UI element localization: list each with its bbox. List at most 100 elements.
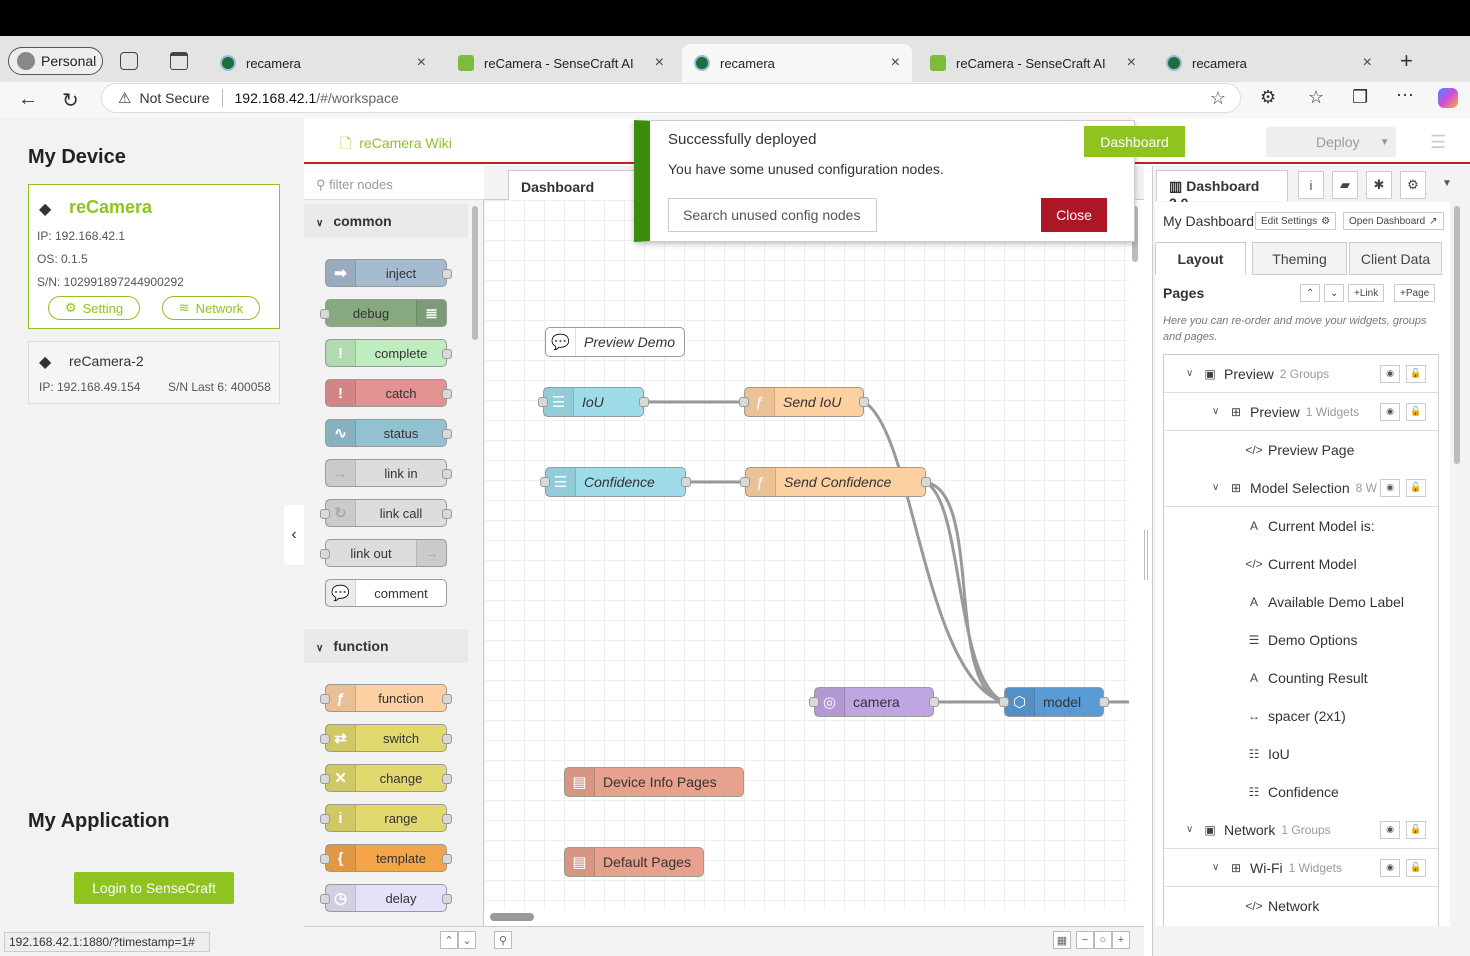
edit-settings-button[interactable]: Edit Settings⚙ <box>1255 212 1337 230</box>
tree-item[interactable]: ☰Demo Options <box>1164 621 1438 659</box>
unlock-icon[interactable]: 🔓 <box>1406 364 1426 383</box>
visibility-icon[interactable]: ◉ <box>1380 478 1400 497</box>
tab-actions-icon[interactable] <box>170 52 188 70</box>
sidebar-resize-handle[interactable] <box>1144 530 1148 580</box>
info-icon[interactable]: i <box>1298 171 1324 199</box>
browser-tab-1[interactable]: reCamera - SenseCraft AI× <box>446 44 676 82</box>
visibility-icon[interactable]: ◉ <box>1380 364 1400 383</box>
collapse-pages-icon[interactable]: ⌃ <box>1300 284 1321 302</box>
tab-dashboard[interactable]: Dashboard <box>508 170 638 201</box>
palette-node-complete[interactable]: !complete <box>325 339 452 367</box>
navigator-map-icon[interactable]: ▦ <box>1053 931 1071 949</box>
gear-icon[interactable]: ⚙ <box>1400 171 1426 199</box>
book-icon[interactable]: ▰ <box>1332 171 1358 199</box>
close-tab-icon[interactable]: × <box>654 54 664 71</box>
unlock-icon[interactable]: 🔓 <box>1406 820 1426 839</box>
unlock-icon[interactable]: 🔓 <box>1406 478 1426 497</box>
tab-layout[interactable]: Layout <box>1155 242 1246 275</box>
network-button[interactable]: ≋Network <box>162 296 260 320</box>
tab-theming[interactable]: Theming <box>1252 242 1347 275</box>
menu-icon[interactable]: ☰ <box>1430 132 1447 152</box>
palette-node-inject[interactable]: ➡inject <box>325 259 452 287</box>
url-input[interactable]: ⚠ Not Secure 192.168.42.1/#/workspace ☆ <box>101 83 1241 113</box>
flow-node-device-info-pages[interactable]: ▤Device Info Pages <box>564 767 744 797</box>
unlock-icon[interactable]: 🔓 <box>1406 858 1426 877</box>
flow-node-default-pages[interactable]: ▤Default Pages <box>564 847 704 877</box>
copilot-icon[interactable] <box>1438 88 1458 108</box>
tab-dashboard-2[interactable]: ▥Dashboard 2.0 <box>1156 170 1288 211</box>
palette-node-link-in[interactable]: →link in <box>325 459 452 487</box>
zoom-in-icon[interactable]: + <box>1112 931 1130 949</box>
visibility-icon[interactable]: ◉ <box>1380 858 1400 877</box>
chevron-down-icon[interactable]: ▼ <box>1442 178 1452 189</box>
visibility-icon[interactable]: ◉ <box>1380 820 1400 839</box>
tree-item[interactable]: ☷IoU <box>1164 735 1438 773</box>
zoom-reset-icon[interactable]: ○ <box>1094 931 1112 949</box>
browser-tab-3[interactable]: reCamera - SenseCraft AI× <box>918 44 1148 82</box>
close-notification-button[interactable]: Close <box>1041 198 1107 232</box>
setting-button[interactable]: ⚙Setting <box>48 296 140 320</box>
back-icon[interactable]: ← <box>18 88 38 110</box>
collapse-all-icon[interactable]: ⌃ <box>440 931 458 949</box>
search-icon[interactable]: ⚲ <box>494 931 512 949</box>
add-page-button[interactable]: +Page <box>1394 284 1436 302</box>
flow-node-preview-demo[interactable]: 💬Preview Demo <box>545 327 685 357</box>
browser-tab-4[interactable]: recamera× <box>1154 44 1384 82</box>
chevron-down-icon[interactable]: ∨ <box>1186 368 1194 379</box>
favorites-icon[interactable]: ☆ <box>1308 87 1325 107</box>
tree-item[interactable]: ☷Confidence <box>1164 773 1438 811</box>
search-unused-config-button[interactable]: Search unused config nodes <box>668 198 877 232</box>
tree-item[interactable]: ↔spacer (2x1) <box>1164 697 1438 735</box>
tree-item[interactable]: </>Current Model <box>1245 556 1357 572</box>
deploy-button[interactable]: Deploy▼ <box>1266 127 1396 157</box>
favorite-star-icon[interactable]: ☆ <box>1209 87 1226 108</box>
wiki-link[interactable]: 🗋reCamera Wiki <box>340 135 452 151</box>
close-tab-icon[interactable]: × <box>890 54 900 71</box>
chevron-down-icon[interactable]: ∨ <box>1212 862 1220 873</box>
chevron-down-icon[interactable]: ∨ <box>1186 824 1194 835</box>
expand-all-icon[interactable]: ⌄ <box>458 931 476 949</box>
chevron-down-icon[interactable]: ∨ <box>1212 482 1220 493</box>
login-sensecraft-button[interactable]: Login to SenseCraft <box>74 872 234 904</box>
close-tab-icon[interactable]: × <box>1362 54 1372 71</box>
flow-node-confidence[interactable]: ☰Confidence <box>540 467 691 497</box>
tab-client-data[interactable]: Client Data <box>1349 242 1442 275</box>
palette-node-link-out[interactable]: link out→ <box>320 539 447 567</box>
zoom-out-icon[interactable]: − <box>1076 931 1094 949</box>
unlock-icon[interactable]: 🔓 <box>1406 402 1426 421</box>
palette-node-template[interactable]: {template <box>320 844 452 872</box>
sidebar-scrollbar[interactable] <box>1454 206 1460 464</box>
palette-node-debug[interactable]: debug≣ <box>320 299 447 327</box>
extensions-icon[interactable]: ⚙ <box>1260 87 1277 107</box>
flow-node-camera[interactable]: ◎camera <box>809 687 939 717</box>
palette-node-status[interactable]: ∿status <box>325 419 452 447</box>
more-icon[interactable]: ⋯ <box>1396 85 1414 105</box>
filter-nodes-input[interactable]: ⚲ filter nodes <box>304 166 484 200</box>
palette-node-change[interactable]: ✕change <box>320 764 452 792</box>
flow-node-iou[interactable]: ☰IoU <box>538 387 649 417</box>
add-link-button[interactable]: +Link <box>1348 284 1385 302</box>
device-card-recamera-2[interactable]: ◆ reCamera-2 IP: 192.168.49.154 S/N Last… <box>28 341 280 404</box>
bug-icon[interactable]: ✱ <box>1366 171 1392 199</box>
canvas-vscrollbar[interactable] <box>1132 206 1138 262</box>
flow-node-model[interactable]: ⬡model <box>999 687 1109 717</box>
reload-icon[interactable]: ↻ <box>62 90 79 112</box>
palette-node-comment[interactable]: 💬comment <box>325 579 447 607</box>
visibility-icon[interactable]: ◉ <box>1380 402 1400 421</box>
tree-item[interactable]: </>Network <box>1245 898 1320 914</box>
expand-pages-icon[interactable]: ⌄ <box>1324 284 1345 302</box>
palette-node-delay[interactable]: ◷delay <box>320 884 452 912</box>
open-dashboard-button[interactable]: Open Dashboard↗ <box>1343 212 1444 230</box>
palette-category-function[interactable]: ∨function <box>304 629 468 663</box>
new-tab-icon[interactable]: + <box>1400 48 1413 73</box>
device-card-recamera[interactable]: ◆ reCamera IP: 192.168.42.1 OS: 0.1.5 S/… <box>28 184 280 329</box>
